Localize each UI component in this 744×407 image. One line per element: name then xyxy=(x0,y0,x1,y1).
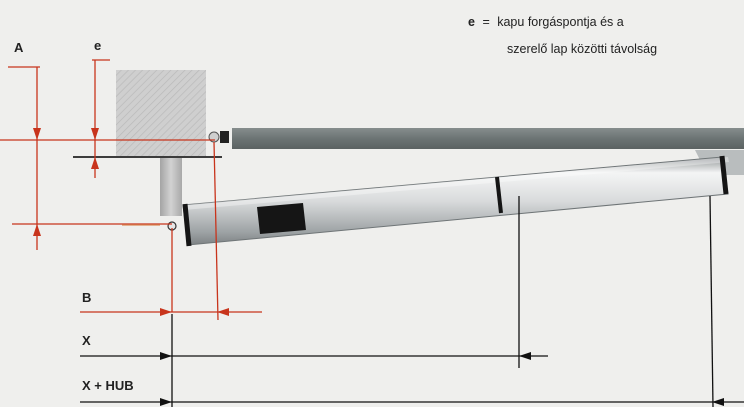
actuator-mid-ring xyxy=(495,176,503,214)
motor-block xyxy=(257,203,306,234)
actuator-rear-cap xyxy=(182,203,192,247)
legend-line1: e = kapu forgáspontja és a xyxy=(468,15,624,29)
pillar-hatched xyxy=(116,70,206,156)
b-arrow-2 xyxy=(217,308,229,316)
gate-leaf xyxy=(232,128,744,149)
black-dimensions xyxy=(80,195,744,407)
xhub-arrow-2 xyxy=(712,398,724,406)
xhub-arrow-1 xyxy=(160,398,172,406)
e-arrow-1 xyxy=(91,128,99,140)
black-arrows xyxy=(160,352,724,406)
mounting-bracket-post xyxy=(160,158,182,216)
xhub-end-ext xyxy=(709,195,714,407)
legend-key: e xyxy=(468,15,475,29)
legend-text-1: kapu forgáspontja és a xyxy=(497,15,624,29)
actuator-front-cap xyxy=(719,155,729,195)
red-arrows xyxy=(33,128,229,316)
label-x: X xyxy=(82,333,91,348)
b-arrow-1 xyxy=(160,308,172,316)
label-b: B xyxy=(82,290,91,305)
a-arrow-2 xyxy=(33,224,41,236)
a-arrow-1 xyxy=(33,128,41,140)
e-arrow-2 xyxy=(91,157,99,169)
hinge-vertical xyxy=(213,141,219,321)
label-x-hub: X + HUB xyxy=(82,378,134,393)
legend-text-2: szerelő lap közötti távolság xyxy=(507,42,657,56)
actuator xyxy=(167,155,729,247)
x-arrow-1 xyxy=(160,352,172,360)
label-a: A xyxy=(14,40,24,55)
actuator-highlight xyxy=(183,157,729,210)
hinge-block xyxy=(220,131,229,143)
legend-equals: = xyxy=(482,15,489,29)
label-e: e xyxy=(94,38,101,53)
x-arrow-2 xyxy=(519,352,531,360)
